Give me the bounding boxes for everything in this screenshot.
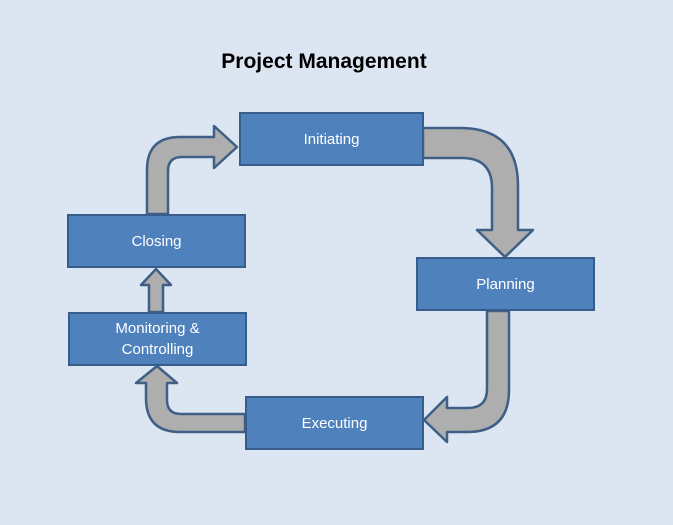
arrow-monitoring-to-closing: [139, 267, 173, 314]
node-closing: Closing: [67, 214, 246, 268]
arrow-initiating-to-planning: [421, 126, 535, 259]
node-label: Monitoring & Controlling: [115, 320, 200, 358]
node-monitoring-controlling: Monitoring & Controlling: [68, 312, 247, 366]
node-initiating: Initiating: [239, 112, 424, 166]
arrow-closing-to-initiating: [145, 124, 239, 216]
node-label: Executing: [301, 414, 368, 432]
arrow-executing-to-monitoring: [134, 364, 247, 434]
node-planning: Planning: [416, 257, 595, 311]
arrow-planning-to-executing: [422, 309, 511, 444]
node-label: Closing: [131, 232, 182, 250]
diagram-title: Project Management: [221, 50, 427, 73]
node-executing: Executing: [245, 396, 424, 450]
node-label: Initiating: [303, 130, 360, 148]
node-label: Planning: [476, 275, 535, 293]
